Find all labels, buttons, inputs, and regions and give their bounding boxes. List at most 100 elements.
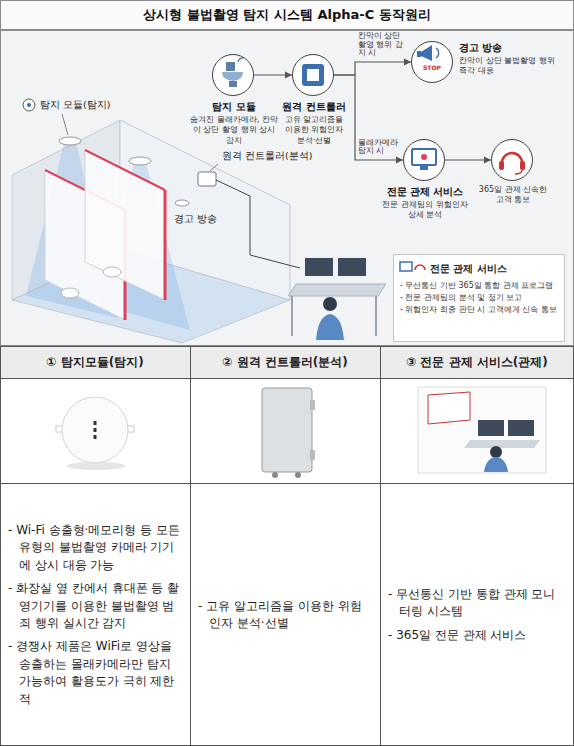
leader-line bbox=[62, 114, 68, 135]
icon-disc bbox=[293, 55, 333, 95]
sensor-slot bbox=[94, 435, 97, 439]
operator-body bbox=[484, 457, 508, 472]
sensor-module bbox=[129, 157, 151, 165]
icon-disc bbox=[492, 140, 532, 180]
box-heading: 전문 관제 서비스 bbox=[400, 259, 558, 279]
label-icon bbox=[27, 103, 31, 107]
table-header: ③ 전문 관제 서비스(관제) bbox=[380, 346, 574, 378]
stall-partition bbox=[85, 150, 165, 300]
monitor bbox=[305, 258, 333, 276]
cell-text: - 무선통신 기반 통합 관제 모니터링 시스템 - 365일 전문 관제 서비스 bbox=[388, 485, 566, 745]
toilet-icon bbox=[226, 62, 235, 71]
sensor-slot bbox=[94, 428, 97, 432]
part-label: 탐지 모듈(탐지) bbox=[38, 99, 112, 111]
controller-latch bbox=[310, 400, 315, 410]
cell-text: - 고유 알고리즘을 이용한 위험인자 분석·선별 bbox=[198, 485, 372, 745]
desk bbox=[288, 284, 386, 296]
table-rule bbox=[0, 483, 574, 484]
bullet-text: - 고유 알고리즘을 이용한 위험인자 분석·선별 bbox=[198, 598, 372, 633]
table-header: ① 탐지모듈(탐지) bbox=[0, 346, 190, 378]
megaphone-icon bbox=[417, 51, 421, 57]
leader-line bbox=[210, 164, 218, 171]
alert-dot bbox=[421, 154, 427, 160]
cable-gland bbox=[295, 472, 301, 478]
sensor-module bbox=[59, 137, 81, 145]
part-label: 원격 컨트롤러(분석) bbox=[220, 150, 314, 162]
icon-disc bbox=[412, 42, 452, 82]
desk-leg bbox=[291, 296, 293, 336]
label-icon bbox=[23, 99, 35, 111]
cable-gland bbox=[272, 472, 278, 478]
table-rule bbox=[190, 346, 191, 746]
icon-node: 경고 방송칸막이 상단 불법촬영 행위 즉각 대응 bbox=[411, 41, 453, 83]
title-text: 상시형 불법촬영 탐지 시스템 Alpha-C 동작원리 bbox=[0, 0, 574, 30]
operator-head bbox=[323, 297, 337, 311]
headset-icon bbox=[499, 161, 504, 170]
sensor-slot bbox=[94, 421, 97, 425]
title-bar bbox=[1, 1, 574, 30]
toilet bbox=[103, 267, 121, 277]
node-heading: 탐지 모듈 bbox=[189, 100, 279, 113]
bullet-text: - 365일 전문 관제 서비스 bbox=[388, 627, 566, 644]
chip-icon bbox=[302, 64, 324, 86]
operator-head bbox=[490, 446, 502, 458]
desk-leg bbox=[375, 296, 377, 336]
signal-icon bbox=[238, 58, 244, 62]
connector bbox=[334, 62, 411, 75]
bullet-text: - 경쟁사 제품은 WiFi로 영상을 송출하는 몰래카메라만 탐지 가능하여 … bbox=[8, 638, 182, 708]
node-text: 칸막이 상단 불법촬영 행위 즉각 대응 bbox=[459, 56, 563, 77]
node-heading: 전문 관제 서비스 bbox=[380, 185, 470, 198]
node-text: 고유 알고리즘을 이용한 위험인자 분석·선별 bbox=[280, 115, 348, 146]
controller-box bbox=[198, 172, 216, 186]
controller-latch bbox=[310, 450, 315, 460]
part-label: 경고 방송 bbox=[172, 213, 219, 225]
monitor bbox=[508, 420, 534, 436]
megaphone-icon bbox=[421, 45, 432, 61]
connector bbox=[445, 159, 491, 160]
monitor bbox=[478, 420, 504, 436]
node-text: 365일 관제 신속한 고객 통보 bbox=[476, 185, 550, 206]
table-border bbox=[1, 347, 574, 746]
bullet-text: - Wi-Fi 송출형·메모리형 등 모든 유형의 불법촬영 카메라 기기에 상… bbox=[8, 522, 182, 574]
controller-photo bbox=[262, 388, 312, 472]
toilet bbox=[61, 288, 79, 298]
partition-edge bbox=[164, 190, 167, 300]
node-text: 숨겨진 몰래카메라, 칸막이 상단 촬영 행위 상시 감지 bbox=[189, 115, 279, 146]
monitor-icon bbox=[400, 262, 412, 271]
operator-body bbox=[316, 314, 344, 340]
monitor bbox=[338, 258, 366, 276]
wire bbox=[216, 180, 300, 268]
control-room-picture bbox=[418, 387, 546, 473]
monitor-icon bbox=[420, 165, 428, 170]
table-header: ② 원격 컨트롤러(분석) bbox=[190, 346, 380, 378]
icon-node: 탐지 모듈숨겨진 몰래카메라, 칸막이 상단 촬영 행위 상시 감지 bbox=[212, 54, 254, 96]
sensor-photo bbox=[62, 397, 128, 463]
headset-icon bbox=[520, 161, 525, 170]
chip-icon bbox=[307, 69, 319, 81]
icon-node: 365일 관제 신속한 고객 통보 bbox=[491, 139, 533, 181]
service-box-ground bbox=[393, 254, 565, 342]
bullet-text: - 위험인자 최종 판단 시 고객에게 신속 통보 bbox=[400, 305, 558, 316]
bullet-text: - 무선통신 기반 365일 통합 관제 프로그램 bbox=[400, 281, 558, 292]
table-rule bbox=[0, 378, 574, 379]
table-rule bbox=[380, 346, 381, 746]
headset-icon bbox=[502, 153, 522, 163]
connector bbox=[254, 74, 292, 75]
headset-icon bbox=[415, 265, 425, 270]
toilet-icon bbox=[222, 72, 243, 81]
node-text: 전문 관제팀의 위험인자 상세 분석 bbox=[382, 200, 468, 221]
icon-node: 전문 관제 서비스전문 관제팀의 위험인자 상세 분석 bbox=[403, 139, 445, 181]
cell-text: - Wi-Fi 송출형·메모리형 등 모든 유형의 불법촬영 카메라 기기에 상… bbox=[8, 485, 182, 745]
icon-disc bbox=[213, 55, 253, 95]
icon-node: 원격 컨트롤러고유 알고리즘을 이용한 위험인자 분석·선별 bbox=[292, 54, 334, 96]
icon-disc bbox=[404, 140, 444, 180]
edge-label: 몰래카메라 탐지 시 bbox=[358, 139, 400, 156]
connector bbox=[334, 75, 403, 160]
bullet-text: - 화장실 옆 칸에서 휴대폰 등 촬영기기를 이용한 불법촬영 범죄 행위 실… bbox=[8, 580, 182, 632]
laser-line bbox=[85, 150, 165, 190]
desk bbox=[464, 440, 540, 448]
sound-icon bbox=[436, 48, 439, 58]
monitor-icon bbox=[412, 149, 436, 165]
bullet-text: - 무선통신 기반 통합 관제 모니터링 시스템 bbox=[388, 586, 566, 621]
